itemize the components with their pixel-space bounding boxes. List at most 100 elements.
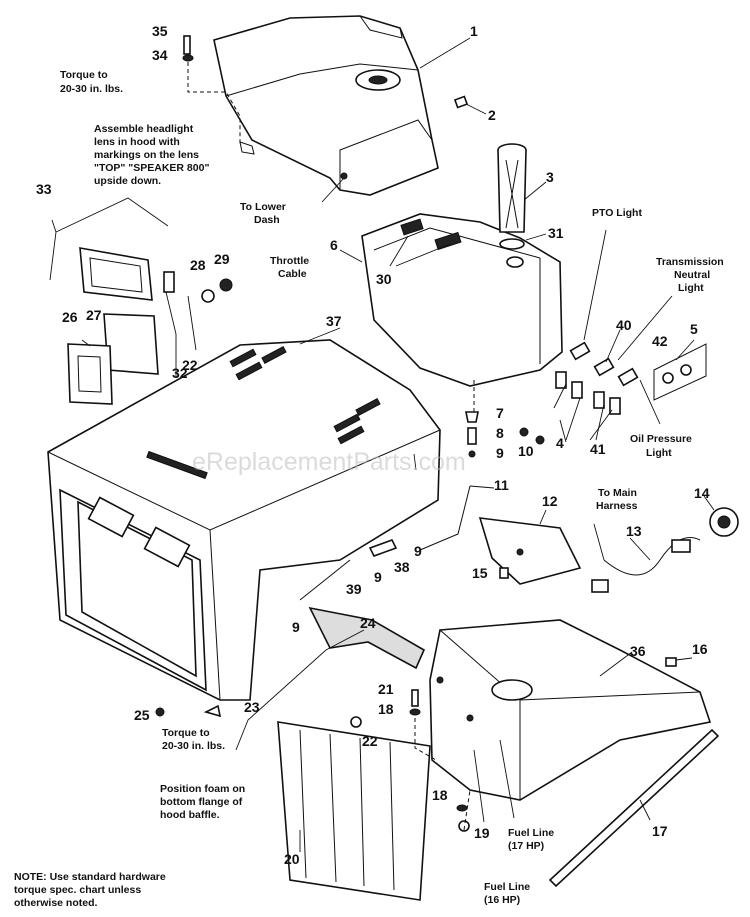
svg-text:Assemble headlight: Assemble headlight [94, 123, 194, 135]
callout-39: 39 [346, 581, 362, 597]
callout-15: 15 [472, 565, 488, 581]
note-torque-bottom: Torque to 20-30 in. lbs. [162, 727, 225, 752]
svg-text:Light: Light [646, 447, 672, 459]
svg-text:upside down.: upside down. [94, 175, 161, 187]
callout-13: 13 [626, 523, 642, 539]
callout-33: 33 [36, 181, 52, 197]
callout-8: 8 [496, 425, 504, 441]
callout-7: 7 [496, 405, 504, 421]
svg-text:bottom flange of: bottom flange of [160, 796, 243, 808]
note-main-harness: To Main Harness [596, 487, 638, 512]
note-oil-pressure: Oil Pressure Light [630, 433, 692, 459]
svg-text:20-30 in. lbs.: 20-30 in. lbs. [162, 740, 225, 752]
callout-4: 4 [556, 435, 564, 451]
callout-28: 28 [190, 257, 206, 273]
svg-text:Transmission: Transmission [656, 256, 724, 268]
svg-text:PTO Light: PTO Light [592, 207, 642, 219]
foam-panel-part [277, 721, 431, 901]
svg-text:NOTE: Use standard hardware: NOTE: Use standard hardware [14, 871, 166, 883]
callout-16: 16 [692, 641, 708, 657]
callout-32: 32 [172, 365, 188, 381]
callout-40: 40 [616, 317, 632, 333]
callout-11: 11 [494, 477, 509, 493]
note-pto-light: PTO Light [592, 207, 642, 219]
baffle-rod-part [548, 728, 720, 888]
callout-24: 24 [360, 615, 376, 631]
callout-14: 14 [694, 485, 710, 501]
svg-text:20-30 in. lbs.: 20-30 in. lbs. [60, 83, 123, 95]
watermark: eReplacementParts.com [192, 448, 466, 476]
callout-31: 31 [548, 225, 564, 241]
callout-9-b: 9 [414, 543, 422, 559]
callout-1: 1 [470, 23, 478, 39]
callout-20: 20 [284, 851, 300, 867]
callout-17: 17 [652, 823, 668, 839]
note-torque-top: Torque to 20-30 in. lbs. [60, 69, 123, 95]
svg-text:Throttle: Throttle [270, 255, 309, 267]
alignment-lines [187, 62, 475, 831]
callout-3: 3 [546, 169, 554, 185]
callout-36: 36 [630, 643, 646, 659]
note-headlight: Assemble headlight lens in hood with mar… [94, 123, 209, 187]
svg-text:torque spec. chart unless: torque spec. chart unless [14, 884, 141, 896]
callout-22-b: 22 [362, 733, 378, 749]
svg-text:Fuel Line: Fuel Line [484, 881, 530, 893]
callout-35: 35 [152, 23, 168, 39]
callout-41: 41 [590, 441, 606, 457]
svg-text:To Main: To Main [598, 487, 637, 499]
svg-text:lens in hood with: lens in hood with [94, 136, 180, 148]
callout-34: 34 [152, 47, 168, 63]
callout-42: 42 [652, 333, 668, 349]
note-throttle-cable: Throttle Cable [270, 255, 309, 280]
hardware-parts [155, 35, 677, 832]
callout-9-a: 9 [496, 445, 504, 461]
headlight-assembly [67, 247, 233, 405]
fuel-gauge-part [497, 143, 527, 250]
hood-vents [146, 346, 381, 480]
svg-text:Cable: Cable [278, 268, 307, 280]
bracket-part [478, 517, 582, 585]
callout-38: 38 [394, 559, 410, 575]
callout-30: 30 [376, 271, 392, 287]
svg-text:Position foam on: Position foam on [160, 783, 245, 795]
svg-text:markings on the lens: markings on the lens [94, 149, 199, 161]
dash-cover-part [213, 15, 439, 196]
note-lower-dash: To Lower Dash [240, 201, 286, 226]
svg-text:hood baffle.: hood baffle. [160, 809, 220, 821]
svg-text:otherwise noted.: otherwise noted. [14, 897, 98, 909]
hood-baffle-part [429, 619, 712, 801]
callout-numbers: 1 2 3 4 5 6 7 8 9 9 9 9 10 11 12 13 14 1… [36, 23, 710, 867]
switch-harness-part [591, 507, 739, 593]
callout-9-c: 9 [374, 569, 382, 585]
callout-26: 26 [62, 309, 78, 325]
callout-2: 2 [488, 107, 496, 123]
svg-text:Harness: Harness [596, 500, 638, 512]
callout-12: 12 [542, 493, 558, 509]
callout-25: 25 [134, 707, 150, 723]
svg-text:Torque to: Torque to [162, 727, 210, 739]
callout-23: 23 [244, 699, 260, 715]
fuel-tank-part [361, 213, 563, 387]
callout-9-d: 9 [292, 619, 300, 635]
svg-text:"TOP" "SPEAKER 800": "TOP" "SPEAKER 800" [94, 162, 209, 174]
note-foam: Position foam on bottom flange of hood b… [160, 783, 245, 821]
callout-19: 19 [474, 825, 490, 841]
svg-text:Oil Pressure: Oil Pressure [630, 433, 692, 445]
leader-lines [49, 37, 715, 852]
callout-6: 6 [330, 237, 338, 253]
svg-text:(17 HP): (17 HP) [508, 840, 544, 852]
svg-text:Torque to: Torque to [60, 69, 108, 81]
note-fuel-line-17hp: Fuel Line (17 HP) [508, 827, 554, 852]
svg-text:Dash: Dash [254, 214, 280, 226]
note-hardware: NOTE: Use standard hardware torque spec.… [14, 871, 166, 909]
callout-21: 21 [378, 681, 394, 697]
svg-text:(16 HP): (16 HP) [484, 894, 520, 906]
callout-5: 5 [690, 321, 698, 337]
note-transmission-neutral: Transmission Neutral Light [656, 256, 724, 294]
note-fuel-line-16hp: Fuel Line (16 HP) [484, 881, 530, 906]
callout-27: 27 [86, 307, 102, 323]
callout-29: 29 [214, 251, 230, 267]
svg-text:Light: Light [678, 282, 704, 294]
